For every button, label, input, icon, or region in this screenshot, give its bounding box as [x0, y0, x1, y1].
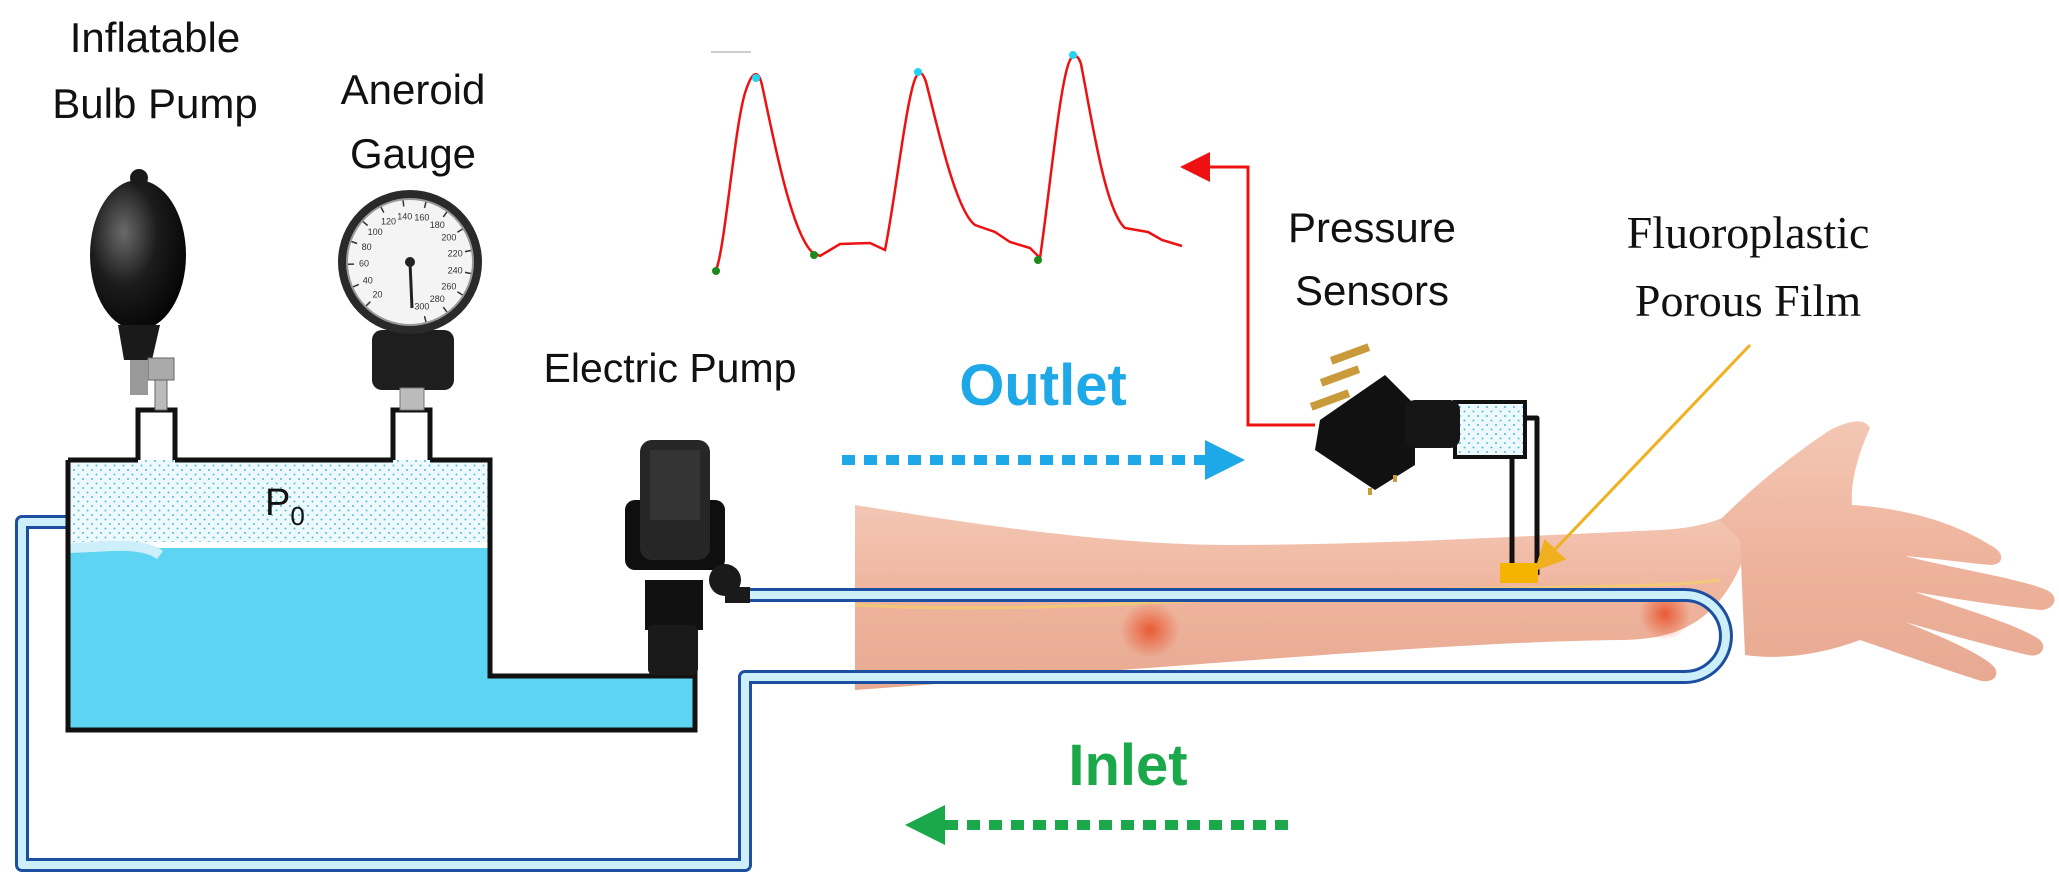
gauge-tick — [351, 240, 358, 245]
gauge-tick — [352, 283, 359, 288]
gauge-tick — [442, 211, 448, 218]
bulb-pump-label-line1: Inflatable — [70, 14, 240, 61]
gauge-tick-label: 160 — [414, 213, 429, 223]
pulse-waveform — [711, 51, 1183, 275]
trough-marker — [712, 267, 720, 275]
outlet-arrow — [842, 440, 1245, 480]
gauge-tick-label: 40 — [363, 275, 373, 285]
gauge-tick-label: 80 — [362, 242, 372, 252]
gauge-tick — [402, 200, 405, 207]
inlet-arrow — [905, 805, 1288, 845]
gauge-tick — [464, 249, 472, 253]
film-label-line2: Porous Film — [1635, 275, 1861, 326]
gauge-label-line1: Aneroid — [341, 66, 486, 113]
gauge-tick-label: 300 — [414, 301, 429, 311]
gauge-tick — [464, 271, 472, 275]
gauge-tick-label: 200 — [441, 233, 456, 243]
bulb-pump-label-line2: Bulb Pump — [52, 80, 257, 127]
gauge-tick — [423, 315, 427, 323]
trough-marker — [810, 251, 818, 259]
gauge-tick-label: 140 — [397, 211, 412, 221]
electric-pump-label: Electric Pump — [544, 345, 797, 391]
trough-marker — [1034, 256, 1042, 264]
rubber-bulb-icon — [90, 169, 186, 460]
peak-marker — [914, 68, 922, 76]
gauge-tick — [423, 201, 427, 209]
electric-pump-icon — [625, 440, 750, 676]
outlet-label: Outlet — [959, 353, 1127, 418]
peak-marker — [752, 74, 760, 82]
inlet-label: Inlet — [1068, 733, 1187, 798]
gauge-tick-label: 260 — [441, 282, 456, 292]
gauge-label-line2: Gauge — [350, 130, 476, 177]
gauge-tick-label: 280 — [430, 294, 445, 304]
pressure-sensors-label-line1: Pressure — [1288, 204, 1456, 251]
film-label-line1: Fluoroplastic — [1627, 207, 1870, 258]
gauge-tick — [457, 291, 463, 296]
reservoir: P0 — [65, 457, 698, 733]
gauge-tick — [362, 221, 369, 227]
water — [68, 548, 695, 730]
porous-film — [1500, 563, 1538, 583]
signal-line — [714, 54, 1183, 271]
gauge-tick — [457, 228, 463, 233]
film-pointer-arrow — [1534, 343, 1752, 571]
signal-arrow — [1180, 152, 1315, 427]
gauge-tick — [442, 306, 448, 313]
reservoir-outline — [65, 457, 698, 733]
gauge-tick-label: 220 — [448, 248, 463, 258]
pressure-sensors-label-line2: Sensors — [1295, 267, 1449, 314]
gauge-tick-label: 180 — [430, 220, 445, 230]
gauge-tick — [365, 301, 371, 307]
gauge-tick-label: 120 — [381, 216, 396, 226]
p0-label: P0 — [265, 482, 305, 531]
gauge-tick-label: 240 — [448, 266, 463, 276]
peak-marker — [1069, 51, 1077, 59]
gauge-tick-label: 60 — [359, 259, 369, 269]
pulse-hotspot — [1120, 602, 1180, 658]
gauge-tick-label: 100 — [368, 227, 383, 237]
gauge-tick-label: 20 — [372, 290, 382, 300]
gauge-tick — [380, 206, 385, 213]
pressure-sensor-icon — [1309, 343, 1527, 495]
